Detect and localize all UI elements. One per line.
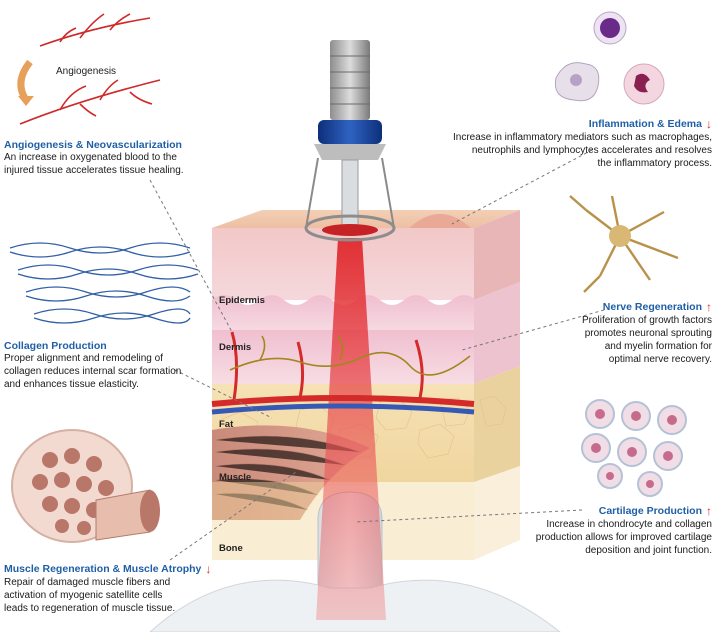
down-arrow-icon: ↓ (205, 562, 212, 576)
nerve-section: Nerve Regeneration ↑ Proliferation of gr… (512, 300, 712, 366)
collagen-text-line-2: collagen reduces internal scar formation (4, 366, 182, 377)
up-arrow-icon: ↑ (706, 300, 712, 314)
muscle-text-line-3: leads to regeneration of muscle tissue. (4, 603, 176, 614)
cartilage-text-line-1: Increase in chondrocyte and collagen (546, 519, 712, 530)
nerve-text-line-2: promotes neuronal sprouting (584, 328, 712, 339)
collagen-title: Collagen Production (4, 340, 107, 352)
angiogenesis-section: Angiogenesis & Neovascularization An inc… (4, 139, 234, 177)
muscle-text-line-1: Repair of damaged muscle fibers and (4, 577, 171, 588)
nerve-title: Nerve Regeneration (602, 301, 702, 313)
angiogenesis-vessels-icon (19, 13, 161, 125)
collagen-text-line-3: and enhances tissue elasticity. (4, 379, 139, 390)
cartilage-section: Cartilage Production ↑ Increase in chond… (472, 504, 712, 557)
muscle-text-line-2: activation of myogenic satellite cells (4, 590, 163, 601)
muscle-fiber-icon (11, 429, 160, 543)
layer-label-fat: Fat (219, 419, 234, 430)
inflamed-bump (405, 214, 475, 232)
down-arrow-icon: ↓ (706, 117, 712, 131)
angiogenesis-text-line-1: An increase in oxygenated blood to the (4, 152, 177, 163)
angiogenesis-text-line-2: injured tissue accelerates tissue healin… (4, 165, 184, 176)
layer-label-bone: Bone (219, 543, 243, 554)
inflammation-text-line-2: neutrophils and lymphocytes accelerates … (471, 145, 712, 156)
immune-cells-icon (554, 11, 665, 105)
collagen-fibers-icon (9, 242, 199, 324)
inflammation-title: Inflammation & Edema (588, 118, 702, 130)
chondrocytes-icon (581, 399, 687, 497)
up-arrow-icon: ↑ (706, 504, 712, 518)
inflammation-text-line-1: Increase in inflammatory mediators such … (452, 132, 712, 143)
layer-label-dermis: Dermis (219, 342, 252, 353)
layer-label-muscle: Muscle (219, 472, 252, 483)
inflammation-text-line-3: the inflammatory process. (597, 158, 713, 169)
nerve-text-line-1: Proliferation of growth factors (581, 315, 712, 326)
collagen-text-line-1: Proper alignment and remodeling of (4, 353, 163, 364)
cartilage-text-line-3: deposition and joint function. (585, 545, 712, 556)
angiogenesis-title: Angiogenesis & Neovascularization (4, 139, 182, 151)
collagen-section: Collagen Production Proper alignment and… (4, 340, 214, 391)
handpiece-collar (318, 120, 382, 144)
layer-label-epidermis: Epidermis (219, 295, 265, 306)
muscle-section: Muscle Regeneration & Muscle Atrophy ↓ R… (4, 562, 234, 615)
cartilage-text-line-2: production allows for improved cartilage (535, 532, 712, 543)
nerve-text-line-3: and myelin formation for (604, 341, 712, 352)
inflammation-section: Inflammation & Edema ↓ Increase in infla… (412, 117, 712, 170)
laser-handpiece (330, 40, 370, 120)
laser-beam (316, 238, 386, 620)
neuron-body (609, 225, 631, 247)
nerve-text-line-4: optimal nerve recovery. (608, 354, 712, 365)
muscle-title: Muscle Regeneration & Muscle Atrophy (4, 563, 202, 575)
cartilage-title: Cartilage Production (598, 505, 702, 517)
angiogenesis-illustration-label: Angiogenesis (56, 66, 117, 77)
